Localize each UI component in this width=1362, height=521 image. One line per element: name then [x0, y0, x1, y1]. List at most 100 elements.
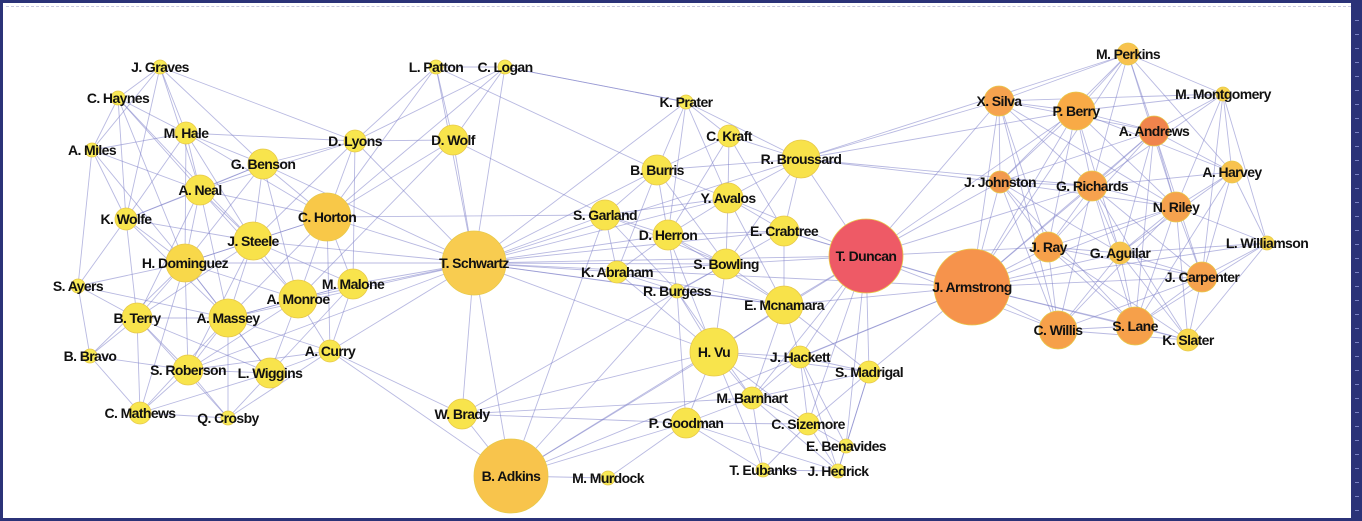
node-label-j-hedrick: J. Hedrick [808, 463, 870, 479]
node-e-crabtree[interactable] [768, 215, 800, 247]
node-q-crosby[interactable] [220, 410, 236, 426]
edge-j_graves-m_hale [159, 66, 187, 134]
node-t-duncan[interactable] [828, 218, 904, 294]
node-m-barnhart[interactable] [740, 386, 764, 410]
node-label-j-armstrong: J. Armstrong [932, 279, 1011, 295]
node-m-montgomery[interactable] [1215, 86, 1231, 102]
node-k-abraham[interactable] [605, 260, 629, 284]
edge-c_kraft-d_herron [667, 135, 730, 236]
edge-bar-dash [1355, 174, 1359, 175]
node-a-neal[interactable] [184, 174, 216, 206]
node-label-k-abraham: K. Abraham [581, 264, 653, 280]
node-b-bravo[interactable] [82, 348, 98, 364]
node-c-logan[interactable] [497, 59, 513, 75]
edge-b_adkins-r_burgess [510, 290, 678, 477]
node-c-horton[interactable] [302, 192, 352, 242]
node-a-harvey[interactable] [1220, 160, 1244, 184]
node-r-burgess[interactable] [669, 283, 685, 299]
node-label-c-sizemore: C. Sizemore [771, 416, 845, 432]
node-m-malone[interactable] [337, 268, 369, 300]
node-j-armstrong[interactable] [933, 248, 1011, 326]
edge-m_malone-d_lyons [352, 140, 356, 285]
node-e-benavides[interactable] [838, 438, 854, 454]
node-l-williamson[interactable] [1259, 235, 1275, 251]
node-b-adkins[interactable] [473, 438, 549, 514]
edge-a_miles-a_neal [91, 149, 201, 191]
edge-x_silva-m_montgomery [998, 93, 1224, 102]
edge-b_terry-l_wiggins [136, 317, 271, 374]
node-label-j-hackett: J. Hackett [770, 349, 831, 365]
node-a-miles[interactable] [84, 142, 100, 158]
edge-bar-dash [1355, 356, 1359, 357]
node-t-eubanks[interactable] [755, 462, 771, 478]
node-a-monroe[interactable] [278, 279, 318, 319]
node-n-riley[interactable] [1160, 191, 1192, 223]
node-a-curry[interactable] [318, 339, 342, 363]
edge-bar-dash [1355, 48, 1359, 49]
edge-j_graves-d_lyons [159, 66, 356, 142]
node-c-sizemore[interactable] [796, 412, 820, 436]
node-j-ray[interactable] [1032, 231, 1064, 263]
node-j-carpenter[interactable] [1186, 261, 1218, 293]
node-s-lane[interactable] [1115, 306, 1155, 346]
node-d-herron[interactable] [652, 219, 684, 251]
node-k-wolfe[interactable] [114, 207, 138, 231]
edge-p_berry-m_montgomery [1075, 93, 1224, 112]
node-g-richards[interactable] [1076, 170, 1108, 202]
node-j-hedrick[interactable] [830, 463, 846, 479]
node-b-terry[interactable] [121, 302, 153, 334]
node-j-steele[interactable] [233, 221, 273, 261]
edge-c_haynes-a_miles [91, 97, 119, 151]
node-label-s-ayers: S. Ayers [53, 278, 104, 294]
node-a-andrews[interactable] [1138, 115, 1170, 147]
node-y-avalos[interactable] [712, 182, 744, 214]
node-j-graves[interactable] [152, 59, 168, 75]
edge-c_kraft-e_crabtree [728, 135, 785, 232]
edge-g_richards-k_slater [1091, 185, 1189, 341]
node-k-slater[interactable] [1176, 328, 1200, 352]
node-a-massey[interactable] [208, 298, 248, 338]
node-m-hale[interactable] [174, 121, 198, 145]
node-x-silva[interactable] [983, 85, 1015, 117]
edge-bar-dash [1355, 104, 1359, 105]
node-h-vu[interactable] [689, 327, 739, 377]
node-d-wolf[interactable] [437, 124, 469, 156]
node-g-benson[interactable] [247, 148, 279, 180]
node-s-roberson[interactable] [172, 354, 204, 386]
edge-g_aguilar-l_williamson [1119, 242, 1268, 254]
node-p-berry[interactable] [1056, 91, 1096, 131]
node-j-johnston[interactable] [988, 170, 1012, 194]
node-l-patton[interactable] [428, 59, 444, 75]
node-m-murdock[interactable] [600, 470, 616, 486]
node-label-d-wolf: D. Wolf [431, 132, 476, 148]
node-c-kraft[interactable] [717, 124, 741, 148]
node-t-schwartz[interactable] [441, 230, 507, 296]
edge-bar-dash [1355, 216, 1359, 217]
node-label-a-andrews: A. Andrews [1119, 123, 1190, 139]
node-k-prater[interactable] [678, 94, 694, 110]
edge-t_eubanks-j_hedrick [762, 469, 839, 472]
node-label-e-benavides: E. Benavides [806, 438, 887, 454]
node-s-ayers[interactable] [70, 278, 86, 294]
edge-c_horton-d_wolf [326, 139, 454, 218]
node-s-madrigal[interactable] [857, 360, 881, 384]
node-l-wiggins[interactable] [254, 357, 286, 389]
node-j-hackett[interactable] [788, 345, 812, 369]
node-s-garland[interactable] [589, 199, 621, 231]
node-c-mathews[interactable] [128, 401, 152, 425]
edge-w_brady-m_barnhart [461, 397, 753, 415]
node-s-bowling[interactable] [710, 248, 742, 280]
node-g-aguilar[interactable] [1108, 241, 1132, 265]
node-w-brady[interactable] [446, 398, 478, 430]
node-d-lyons[interactable] [343, 129, 367, 153]
node-c-haynes[interactable] [110, 90, 126, 106]
node-b-burris[interactable] [641, 154, 673, 186]
edge-m_hale-k_wolfe [125, 132, 187, 220]
node-e-mcnamara[interactable] [764, 285, 804, 325]
node-p-goodman[interactable] [670, 407, 702, 439]
edge-l_patton-b_burris [435, 66, 658, 171]
node-h-dominguez[interactable] [165, 243, 205, 283]
node-c-willis[interactable] [1038, 310, 1078, 350]
node-r-broussard[interactable] [781, 139, 821, 179]
node-m-perkins[interactable] [1116, 42, 1140, 66]
